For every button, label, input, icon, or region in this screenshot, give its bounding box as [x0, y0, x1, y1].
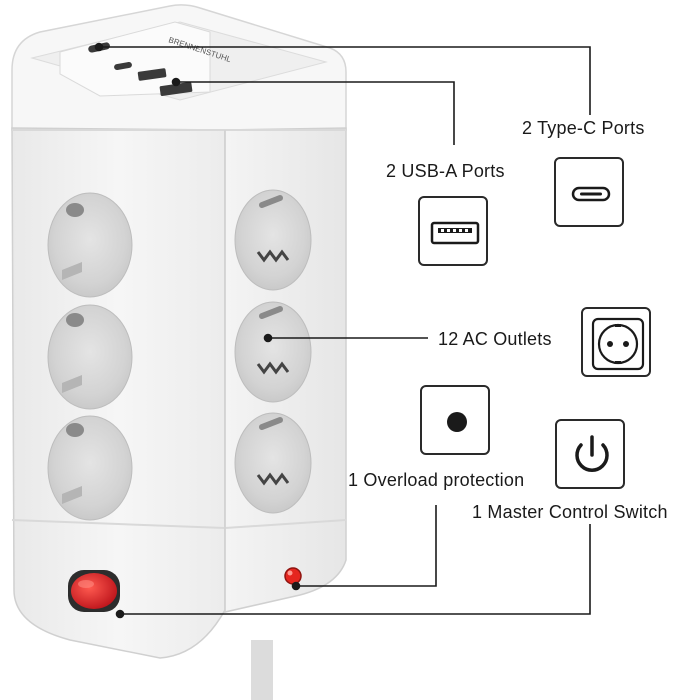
usb-a-port [137, 68, 167, 81]
side-socket [234, 412, 312, 514]
master-switch [68, 570, 120, 612]
overload-label: 1 Overload protection [348, 470, 525, 490]
usb-a-port [159, 82, 193, 96]
master-switch-label: 1 Master Control Switch [472, 502, 668, 522]
ac-outlets-label: 12 AC Outlets [438, 329, 552, 349]
front-socket [47, 304, 133, 410]
schuko-socket-icon [581, 307, 651, 377]
usb-c-port-icon [554, 157, 624, 227]
front-socket [47, 192, 133, 298]
callout-lines [94, 42, 591, 619]
side-socket [234, 189, 312, 291]
usb-a-label: 2 USB-A Ports [386, 161, 505, 181]
usb-c-port [114, 61, 132, 71]
usb-a-port-icon [418, 196, 488, 266]
type-c-label: 2 Type-C Ports [522, 118, 645, 138]
front-socket [47, 415, 133, 521]
overload-indicator [284, 567, 302, 585]
overload-indicator-icon [420, 385, 490, 455]
power-button-icon [555, 419, 625, 489]
side-socket [234, 301, 312, 403]
